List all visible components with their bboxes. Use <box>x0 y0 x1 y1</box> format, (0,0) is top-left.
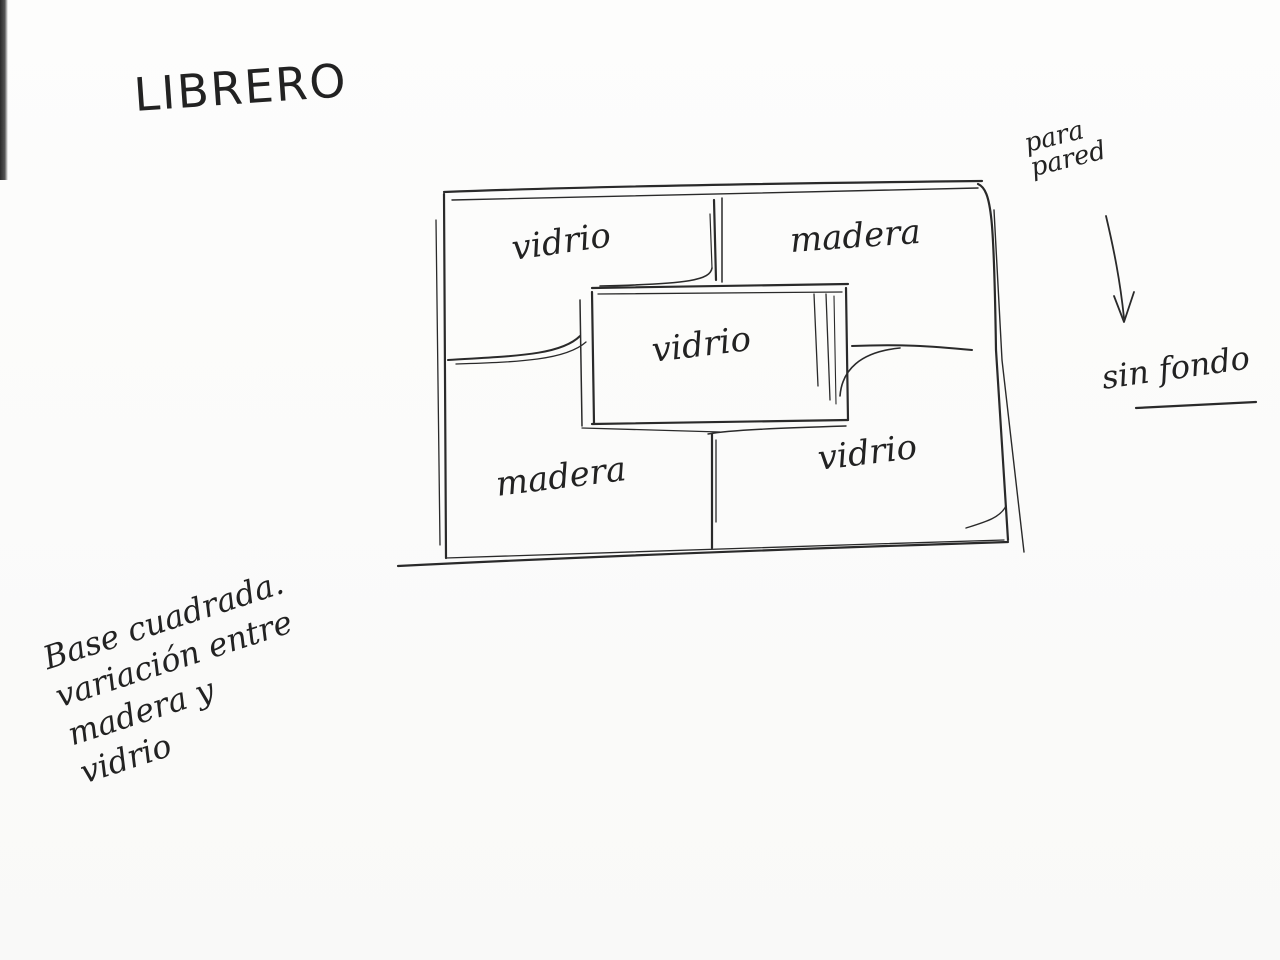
notebook-binding-edge <box>0 0 8 180</box>
outer-frame-bottom-2 <box>445 539 1005 559</box>
sin-fondo-underline <box>1134 400 1258 410</box>
center-box-left <box>590 290 596 426</box>
arrow-shaft <box>1105 215 1125 319</box>
right-divider <box>851 344 973 351</box>
arrow-head <box>1113 291 1135 323</box>
top-divider <box>712 198 718 282</box>
cell-label-top-right: madera <box>788 211 922 261</box>
center-box-bottom <box>590 418 850 426</box>
outer-frame-right <box>976 182 1010 542</box>
page-title: LIBRERO <box>132 53 350 122</box>
outer-frame-top <box>442 179 984 194</box>
outer-frame-corner-curve <box>965 505 1007 529</box>
left-divider <box>447 335 581 361</box>
outer-frame-left <box>442 192 448 560</box>
center-box-right <box>844 286 850 422</box>
outer-frame-right-2 <box>993 209 1025 553</box>
center-box-top <box>590 282 850 290</box>
outer-frame-bottom <box>396 540 1010 568</box>
outer-frame-left-2 <box>435 219 441 546</box>
